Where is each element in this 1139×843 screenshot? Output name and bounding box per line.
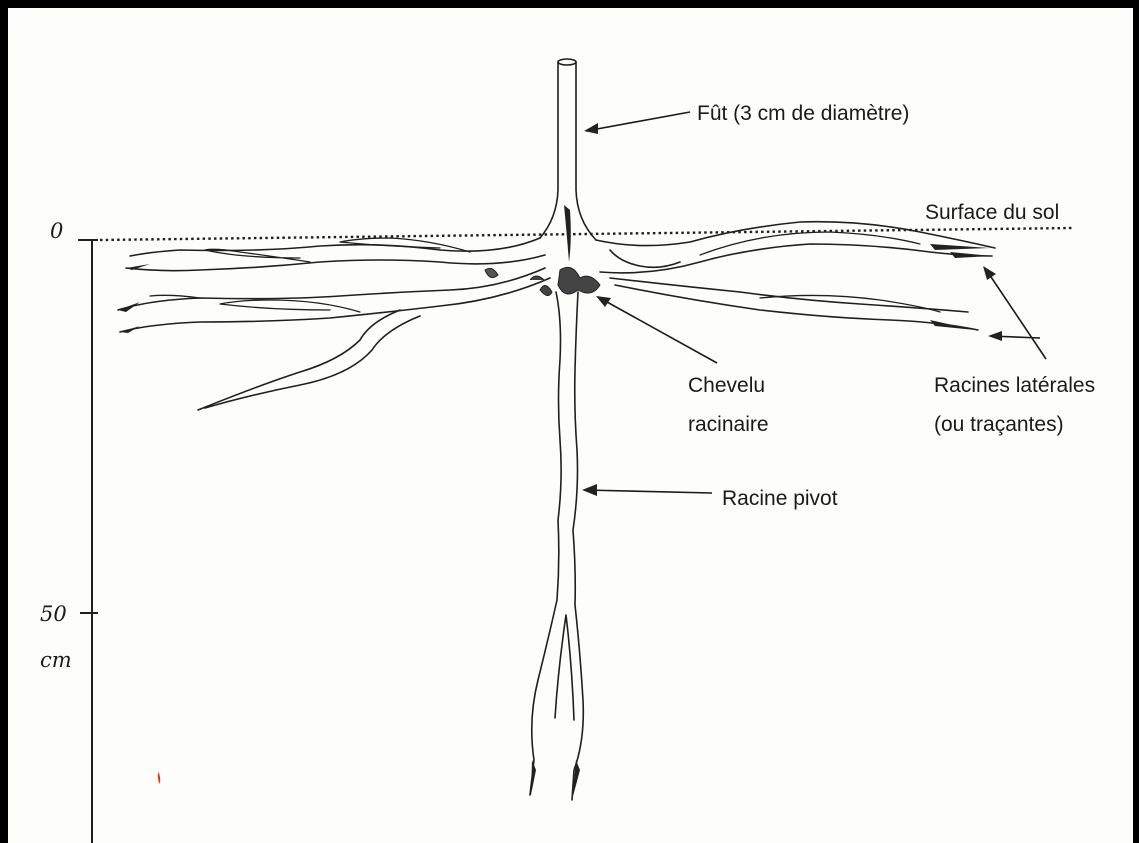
right-root-1-bottom <box>600 244 992 273</box>
trunk <box>540 59 596 262</box>
depth-scale: 0 50 cm <box>40 219 98 843</box>
arrow-pivot-head <box>582 484 597 496</box>
tap-root-tip-left <box>531 760 536 795</box>
left-root-tips <box>118 264 150 333</box>
tap-root-left-edge <box>530 292 561 795</box>
label-fut: Fût (3 cm de diamètre) <box>697 102 909 125</box>
left-root-1-bottom <box>126 255 545 271</box>
annotation-arrows <box>582 112 1046 496</box>
tap-root-right-edge <box>572 292 583 800</box>
trunk-left-edge <box>540 62 558 238</box>
arrow-fut <box>586 112 690 131</box>
right-root-tips <box>930 244 992 330</box>
trunk-top <box>558 59 576 65</box>
tap-root-fork <box>555 615 574 720</box>
left-root-descending-top <box>198 310 400 410</box>
arrow-fut-head <box>584 123 598 134</box>
tap-root <box>530 292 583 800</box>
label-laterales-line1: Racines latérales <box>934 374 1095 397</box>
arrow-chevelu-head <box>596 296 611 307</box>
label-surface: Surface du sol <box>925 201 1059 224</box>
arrow-laterales-2-head <box>988 331 1002 341</box>
arrow-chevelu <box>598 297 717 363</box>
red-ink-mark <box>158 772 161 784</box>
left-root-sub-3 <box>220 300 360 312</box>
left-root-2-top <box>118 268 545 310</box>
trunk-right-edge <box>576 62 596 240</box>
label-laterales-line2: (ou traçantes) <box>934 413 1064 436</box>
arrow-pivot <box>584 490 712 493</box>
scale-label-fifty: 50 <box>40 602 67 626</box>
right-root-loop <box>610 250 680 267</box>
left-root-fine-1 <box>150 295 200 298</box>
lateral-roots-right <box>596 222 995 330</box>
left-root-1-top <box>130 238 540 256</box>
root-hair-cluster-left <box>485 268 498 277</box>
label-chevelu-line1: Chevelu <box>688 374 765 397</box>
right-root-1-top <box>596 222 995 248</box>
scale-label-unit: cm <box>40 648 72 672</box>
label-pivot: Racine pivot <box>722 487 838 510</box>
lateral-roots-left <box>118 238 550 410</box>
trunk-collar-shadow <box>564 205 571 262</box>
arrow-laterales-1 <box>985 268 1046 359</box>
scale-label-zero: 0 <box>50 219 63 243</box>
label-chevelu-line2: racinaire <box>688 413 769 436</box>
arrow-laterales-1-head <box>983 266 996 280</box>
